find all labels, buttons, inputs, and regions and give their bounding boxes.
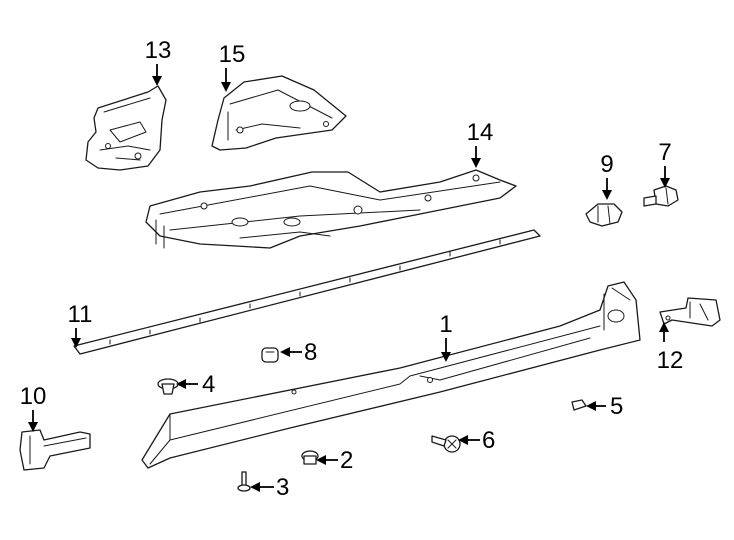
callout-label-1: 1	[439, 311, 452, 338]
part-11-strip[interactable]	[73, 229, 541, 355]
callout-11: 11	[68, 301, 93, 348]
callout-label-5: 5	[610, 393, 623, 420]
callout-label-11: 11	[68, 301, 93, 328]
callout-4: 4	[176, 371, 215, 398]
callout-3: 3	[250, 474, 289, 501]
part-10-bracket[interactable]	[19, 429, 91, 471]
callout-13: 13	[145, 37, 172, 86]
part-9-clip[interactable]	[585, 203, 623, 227]
callout-2: 2	[316, 447, 353, 474]
callout-5: 5	[586, 393, 623, 420]
callout-label-7: 7	[658, 139, 671, 166]
callout-15: 15	[219, 41, 246, 92]
part-12-bracket[interactable]	[659, 297, 721, 327]
callout-7: 7	[658, 139, 672, 188]
callout-label-14: 14	[467, 119, 494, 146]
part-3-stud[interactable]	[237, 471, 251, 492]
part-4-clip[interactable]	[157, 378, 179, 395]
callout-6: 6	[458, 427, 495, 454]
callout-10: 10	[20, 383, 47, 432]
callout-8: 8	[280, 339, 317, 366]
callout-9: 9	[600, 151, 614, 200]
callout-12: 12	[657, 322, 684, 374]
part-7-bolt[interactable]	[643, 185, 679, 207]
part-8-grommet[interactable]	[261, 347, 279, 363]
part-15-panel[interactable]	[211, 75, 347, 151]
callout-label-15: 15	[219, 41, 246, 68]
callout-label-4: 4	[202, 371, 215, 398]
callout-label-13: 13	[145, 37, 172, 64]
part-2-nut[interactable]	[301, 450, 319, 465]
callout-label-3: 3	[276, 474, 289, 501]
callout-label-2: 2	[340, 447, 353, 474]
part-1-rocker-panel[interactable]	[141, 281, 641, 469]
callout-label-8: 8	[304, 339, 317, 366]
part-5-clip[interactable]	[571, 399, 587, 411]
callout-label-6: 6	[482, 427, 495, 454]
callout-label-12: 12	[657, 347, 684, 374]
part-6-screw[interactable]	[431, 435, 461, 453]
callout-label-9: 9	[600, 151, 613, 178]
callout-1: 1	[439, 311, 453, 362]
callout-14: 14	[467, 119, 494, 168]
part-13-bracket[interactable]	[85, 85, 167, 171]
callout-label-10: 10	[20, 383, 47, 410]
part-14-under-panel[interactable]	[145, 169, 517, 249]
